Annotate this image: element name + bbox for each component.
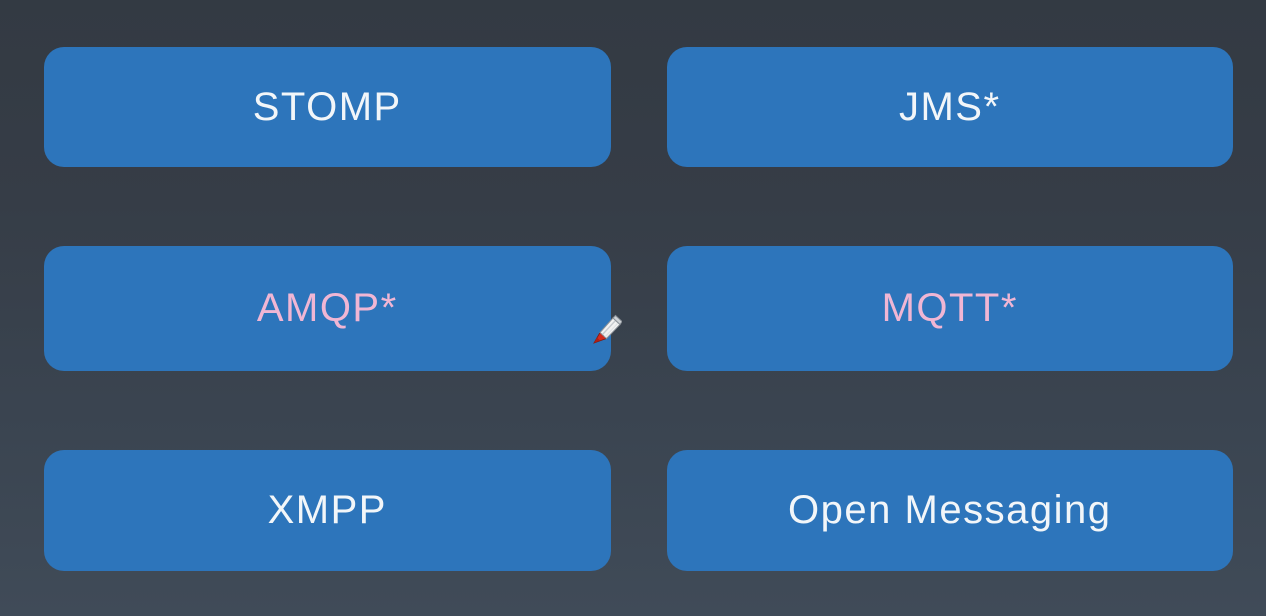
protocol-button-mqtt[interactable]: MQTT* bbox=[666, 246, 1233, 371]
protocol-button-open-messaging[interactable]: Open Messaging bbox=[666, 450, 1233, 571]
protocol-button-stomp[interactable]: STOMP bbox=[44, 47, 611, 167]
protocol-button-jms[interactable]: JMS* bbox=[666, 47, 1233, 167]
protocol-button-amqp[interactable]: AMQP* bbox=[44, 246, 611, 371]
protocol-button-xmpp[interactable]: XMPP bbox=[44, 450, 611, 571]
